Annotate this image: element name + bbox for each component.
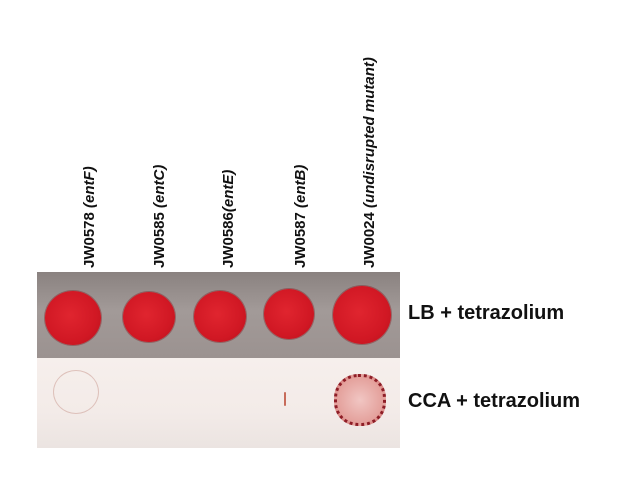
gene-name: (entE)	[220, 169, 237, 213]
strain-name: JW0586	[220, 212, 237, 268]
row-label-lb: LB + tetrazolium	[408, 302, 565, 324]
cca-plate-photo	[37, 358, 400, 448]
colony-spot	[264, 289, 314, 339]
faint-colony-ring	[53, 370, 99, 414]
colony-spot	[194, 291, 246, 342]
gene-name: (entB)	[292, 164, 309, 208]
strain-name: JW0587	[292, 212, 309, 268]
colony-spot	[45, 291, 101, 345]
gene-name: (entF)	[81, 166, 98, 208]
strain-name: JW0024	[361, 212, 378, 268]
strain-name: JW0585	[151, 212, 168, 268]
gene-name: (entC)	[151, 164, 168, 208]
colony-spot	[333, 286, 391, 344]
faint-streak	[284, 392, 286, 406]
lb-plate-photo	[37, 272, 400, 358]
colony-spot	[123, 292, 175, 342]
gene-name: (undisrupted mutant)	[361, 57, 378, 208]
colony-spot-red	[334, 374, 386, 426]
strain-name: JW0578	[81, 212, 98, 268]
row-label-cca: CCA + tetrazolium	[408, 390, 581, 412]
